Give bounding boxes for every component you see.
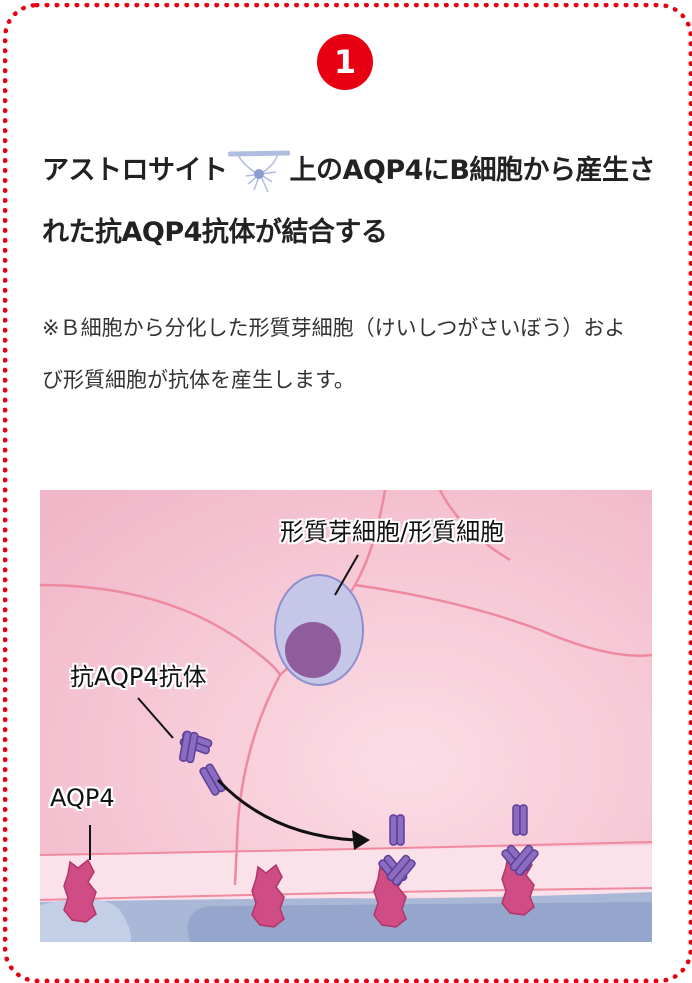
aqp4-label: AQP4: [50, 784, 115, 812]
astrocyte-icon: [227, 150, 290, 194]
plasma-cell-label: 形質芽細胞/形質細胞: [280, 518, 505, 546]
title-text-part1: アストロサイト: [42, 155, 228, 186]
aqp4-protein: [251, 864, 285, 928]
binding-arrow: [216, 778, 356, 842]
arrow-head: [352, 830, 370, 850]
plasma-cell-leader: [334, 554, 359, 596]
step-card: [3, 3, 692, 983]
antibody-leader: [137, 697, 174, 739]
antibody-label: 抗AQP4抗体: [70, 663, 207, 691]
membrane-band: [40, 845, 652, 902]
step-title: アストロサイト上のAQP4にB細胞から産生された抗AQP4抗体が結合する: [42, 140, 662, 264]
aqp4-protein: [63, 859, 97, 923]
footnote: ※Ｂ細胞から分化した形質芽細胞（けいしつがさいぼう）および形質細胞が抗体を産生し…: [42, 316, 626, 392]
antibody-binding-illustration: 形質芽細胞/形質細胞 抗AQP4抗体 AQP4: [40, 490, 652, 942]
plasma-cell-nucleus: [285, 622, 341, 678]
title-text-part2: 上のAQP4にB細胞から産生された抗AQP4抗体が結合する: [42, 155, 656, 248]
step-number-badge: 1: [317, 34, 373, 90]
